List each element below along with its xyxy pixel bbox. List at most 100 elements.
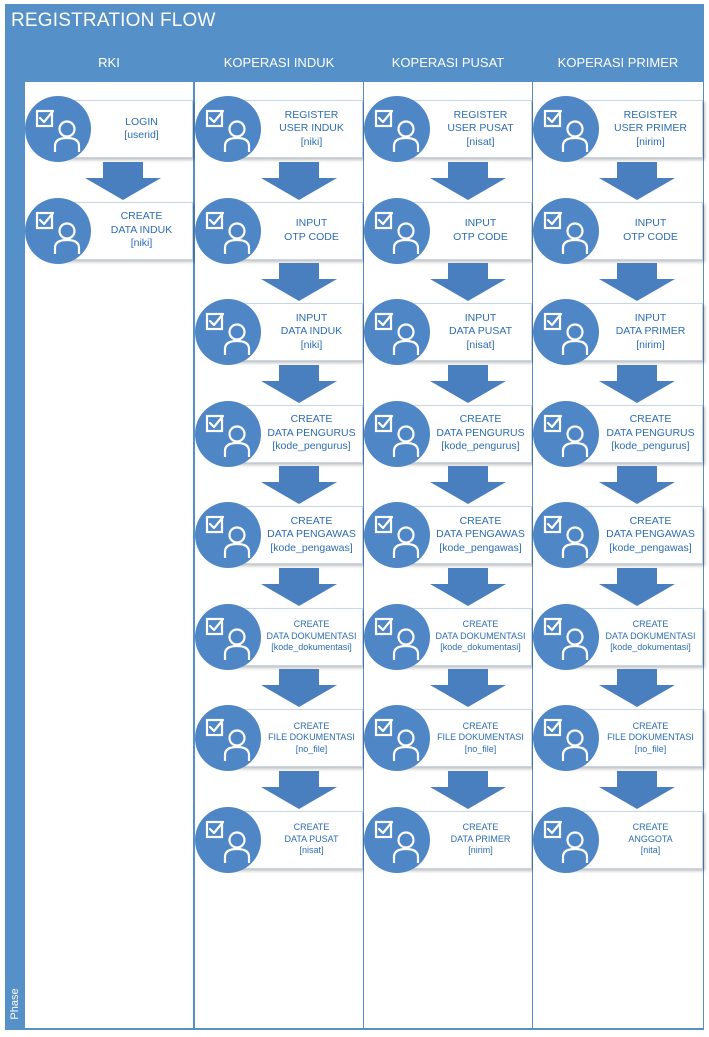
step-label-line: CREATE — [290, 514, 333, 527]
process-step: LOGIN[userid] — [25, 96, 193, 162]
user-task-icon — [195, 705, 261, 771]
step-label-line: [kode_dokumentasi] — [271, 642, 352, 653]
user-task-icon — [364, 197, 430, 264]
step-label-line: DATA PRIMER — [450, 833, 511, 844]
user-task-icon — [364, 705, 430, 771]
user-task-icon — [533, 806, 599, 873]
step-label-line: DATA PENGURUS — [267, 426, 356, 439]
user-task-icon — [533, 502, 599, 568]
step-label-line: CREATE — [293, 720, 330, 731]
step-label-line: OTP CODE — [453, 230, 508, 243]
step-label-line: [nisat] — [466, 135, 495, 148]
step-label-line: DATA DOKUMENTASI — [605, 630, 696, 641]
step-label-line: INPUT — [295, 217, 328, 230]
step-label-line: [niki] — [300, 338, 323, 351]
step-label-line: INPUT — [634, 217, 667, 230]
user-task-icon — [533, 299, 599, 365]
flow-arrow — [430, 770, 506, 809]
flow-arrow — [430, 669, 506, 707]
step-label-line: CREATE — [459, 514, 502, 527]
flow-arrow — [430, 263, 506, 301]
step-label-line: DATA INDUK — [280, 325, 343, 338]
user-task-icon — [364, 502, 430, 568]
step-label-line: CREATE — [459, 413, 502, 426]
flow-arrow — [261, 263, 337, 301]
flow-arrow — [261, 669, 337, 707]
step-label-line: DATA PUSAT — [284, 833, 339, 844]
step-label-line: [kode_pengurus] — [441, 440, 520, 453]
step-label-line: [nisat] — [466, 338, 495, 351]
user-task-icon — [533, 400, 599, 467]
step-label-line: DATA DOKUMENTASI — [266, 630, 357, 641]
step-label-line: [kode_dokumentasi] — [440, 642, 521, 653]
step-label-line: FILE DOKUMENTASI — [437, 732, 524, 743]
step-label-line: DATA PUSAT — [448, 325, 512, 338]
flow-arrow — [430, 466, 506, 504]
user-task-icon — [364, 603, 430, 670]
step-label-line: CREATE — [462, 822, 499, 833]
step-label-line: CREATE — [629, 413, 672, 426]
step-label-line: USER PUSAT — [447, 122, 514, 135]
flow-arrow — [261, 364, 337, 403]
step-label-line: DATA PRIMER — [615, 325, 686, 338]
step-label-line: CREATE — [462, 619, 499, 630]
step-label-line: [niki] — [130, 237, 153, 250]
flow-arrow — [599, 364, 675, 403]
step-label-line: [nirim] — [636, 135, 665, 148]
step-label-line: ANGGOTA — [628, 833, 673, 844]
step-label-line: INPUT — [464, 311, 497, 324]
flow-arrow — [261, 567, 337, 606]
user-task-icon — [195, 400, 261, 467]
step-label-line: OTP CODE — [284, 230, 339, 243]
step-label-line: LOGIN — [125, 115, 158, 128]
flow-arrow — [599, 161, 675, 200]
user-task-icon — [364, 96, 430, 162]
flow-arrow — [599, 567, 675, 606]
step-label-line: [kode_pengurus] — [272, 440, 351, 453]
step-label-line: CREATE — [293, 619, 330, 630]
step-label-line: CREATE — [120, 210, 163, 223]
step-label-line: CREATE — [632, 619, 669, 630]
flow-arrow — [599, 669, 675, 707]
step-label-line: OTP CODE — [623, 230, 678, 243]
phase-label: Phase — [9, 988, 21, 1020]
user-task-icon — [195, 96, 261, 162]
user-task-icon — [533, 705, 599, 771]
step-label-line: CREATE — [290, 413, 333, 426]
flow-arrow — [599, 466, 675, 504]
user-task-icon — [364, 299, 430, 365]
step-label-line: FILE DOKUMENTASI — [607, 732, 694, 743]
user-task-icon — [195, 502, 261, 568]
phase-column: Phase — [5, 44, 25, 1030]
